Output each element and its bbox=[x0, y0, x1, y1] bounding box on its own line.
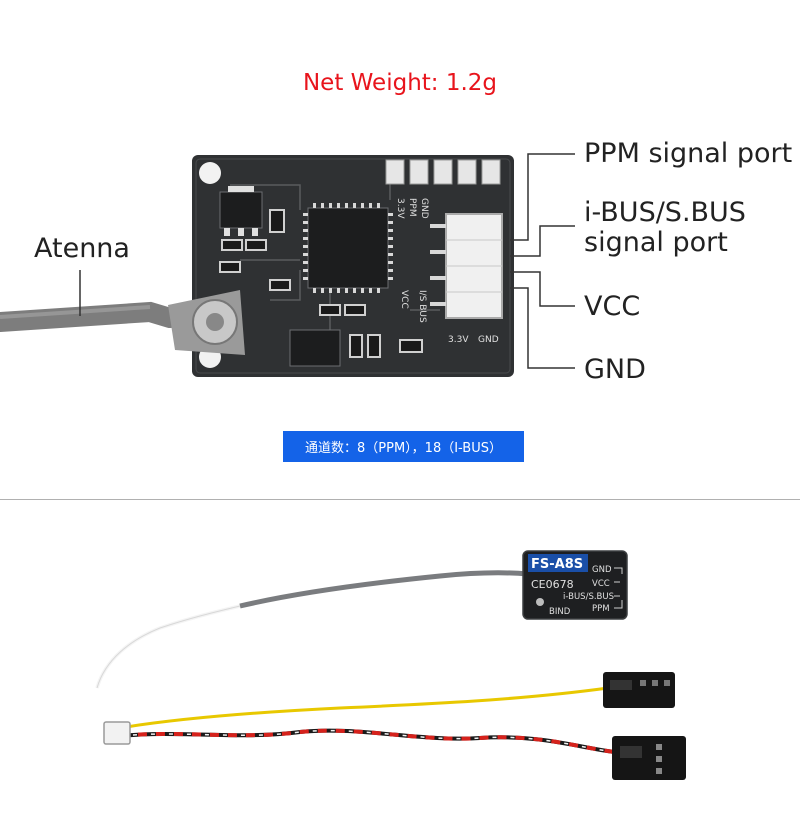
pcb-diagram: GND PPM 3.3V VCC I/S BUS 3.3V GND bbox=[0, 153, 575, 377]
module-pin-ppm: PPM bbox=[592, 604, 610, 614]
yellow-wire bbox=[119, 686, 609, 730]
antenna-cable bbox=[0, 301, 180, 332]
module-bind: BIND bbox=[549, 607, 571, 617]
section-divider bbox=[0, 499, 800, 500]
twisted-pair bbox=[119, 728, 616, 754]
silk-33v-bottom: 3.3V bbox=[448, 335, 469, 345]
silk-vcc: VCC bbox=[399, 290, 409, 309]
antenna-wire-white bbox=[95, 604, 241, 689]
silk-ibus: I/S BUS bbox=[417, 290, 427, 323]
ibus-port-label-line1: i-BUS/S.BUS bbox=[584, 197, 746, 228]
servo-connector-top bbox=[603, 672, 675, 708]
gnd-label: GND bbox=[584, 354, 646, 385]
silk-ppm: PPM bbox=[407, 198, 417, 217]
servo-connector-bottom bbox=[612, 736, 686, 780]
module-pin-ibus: i-BUS/S.BUS bbox=[563, 592, 614, 602]
module-pin-vcc: VCC bbox=[592, 579, 610, 589]
mounting-hole bbox=[199, 162, 221, 184]
callout-lines bbox=[510, 153, 575, 369]
net-weight-text: Net Weight: 1.2g bbox=[302, 70, 498, 96]
module-brand: FS-A8S bbox=[531, 557, 583, 572]
fs-a8s-module: FS-A8S CE0678 GND VCC i-BUS/S.BUS PPM BI… bbox=[522, 550, 628, 620]
silk-gnd: GND bbox=[419, 198, 429, 219]
module-pin-gnd: GND bbox=[592, 565, 612, 575]
vcc-label: VCC bbox=[584, 291, 641, 322]
silk-33v: 3.3V bbox=[395, 198, 405, 219]
antenna-label: Atenna bbox=[34, 233, 130, 264]
crystal bbox=[289, 329, 341, 367]
ppm-port-label: PPM signal port bbox=[584, 138, 793, 169]
antenna-coax-grey bbox=[239, 570, 529, 609]
silk-gnd-bottom: GND bbox=[478, 335, 499, 345]
channels-badge: 通道数：8（PPM），18（I-BUS） bbox=[283, 431, 524, 462]
module-cert: CE0678 bbox=[531, 578, 574, 591]
jst-connector bbox=[103, 721, 131, 745]
bind-button bbox=[536, 598, 544, 606]
pcb-board: GND PPM 3.3V VCC I/S BUS 3.3V GND bbox=[168, 155, 514, 377]
ibus-port-label-line2: signal port bbox=[584, 227, 728, 258]
